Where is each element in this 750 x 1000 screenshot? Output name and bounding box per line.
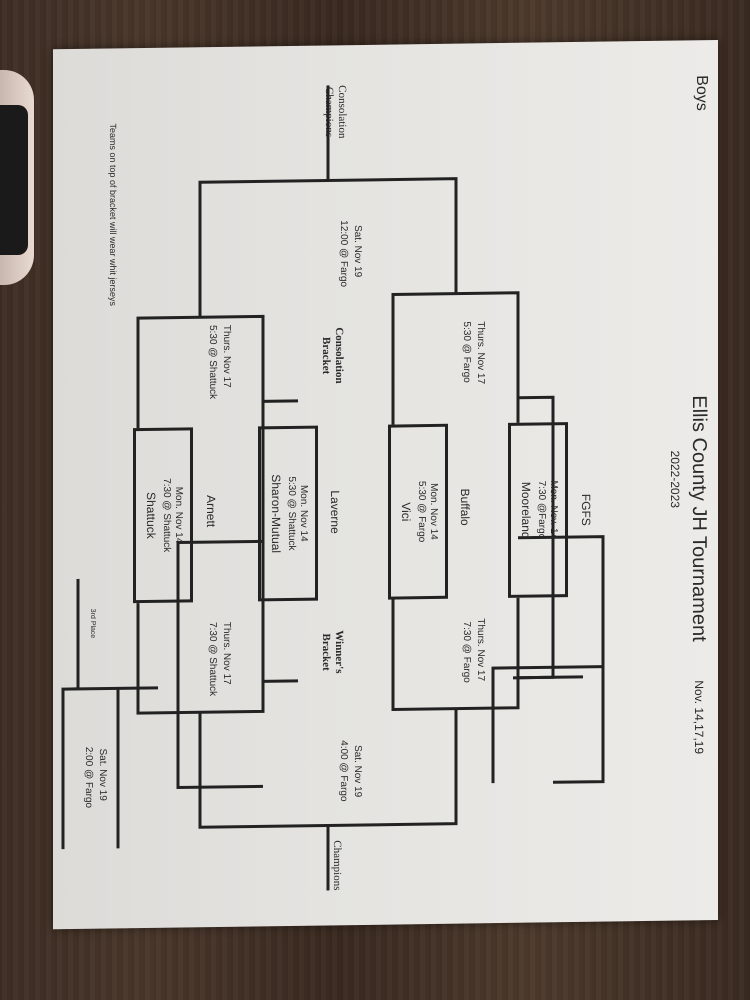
winners-final-bracket xyxy=(491,665,603,784)
consolation-final-lines xyxy=(198,177,458,318)
winners-final-connector xyxy=(513,675,553,680)
bracket-lines xyxy=(176,395,605,790)
consolation-semi2-lines xyxy=(136,314,265,429)
third-place-bracket xyxy=(61,686,118,850)
winners-final-lines xyxy=(198,708,458,829)
winners-semi2-lines xyxy=(136,601,265,715)
bracket-lines-main xyxy=(136,85,520,891)
consolation-semi1-lines xyxy=(391,291,520,425)
chair-dark-part xyxy=(0,105,28,255)
winners-semifinal-right xyxy=(176,539,263,790)
bracket-sheet: Boys Ellis County JH Tournament 2022-202… xyxy=(53,40,718,930)
winners-semifinal-left xyxy=(518,535,605,784)
winners-semi1-lines xyxy=(391,597,520,712)
